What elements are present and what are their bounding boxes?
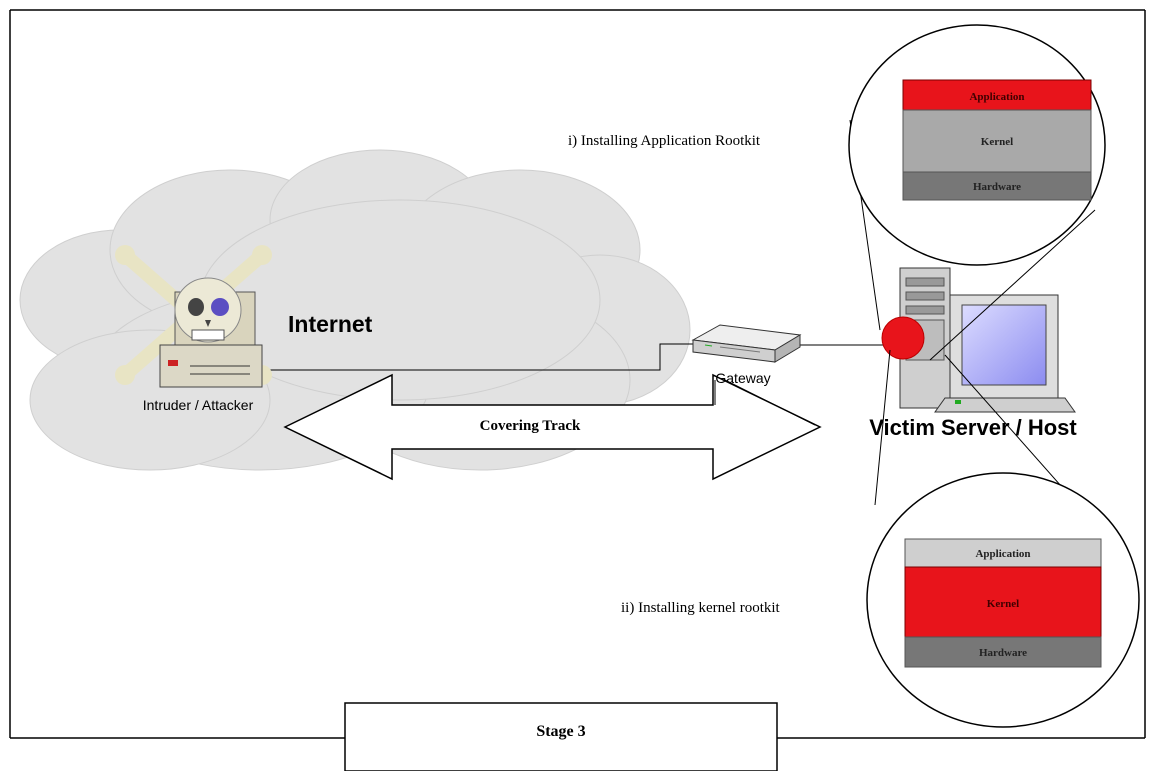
victim-server-icon [881,267,1076,413]
kernel-rootkit-label: ii) Installing kernel rootkit [621,600,781,616]
app-rootkit-application-layer: Application [969,91,1024,103]
app-rootkit-layer-stack [902,79,1092,201]
app-rootkit-kernel-layer: Kernel [981,136,1013,148]
kernel-rootkit-kernel-layer: Kernel [987,598,1019,610]
attacker-skull-icon [115,245,272,388]
gateway-label: Gateway [715,370,770,386]
kernel-rootkit-layer-stack [904,538,1102,668]
infection-marker [881,316,925,360]
app-rootkit-label: i) Installing Application Rootkit [568,133,761,149]
app-rootkit-hardware-layer: Hardware [973,181,1021,193]
kernel-rootkit-hardware-layer: Hardware [979,647,1027,659]
covering-track-arrow [283,373,822,481]
gateway-router-icon [691,324,802,363]
victim-label: Victim Server / Host [869,415,1077,440]
outer-frame [9,9,1146,739]
covering-track-label: Covering Track [480,418,581,434]
internet-label: Internet [288,311,373,337]
attacker-label: Intruder / Attacker [143,397,254,413]
stage-caption-box [344,702,778,772]
network-links [268,343,885,426]
stage-caption: Stage 3 [536,723,585,740]
kernel-rootkit-application-layer: Application [975,548,1030,560]
